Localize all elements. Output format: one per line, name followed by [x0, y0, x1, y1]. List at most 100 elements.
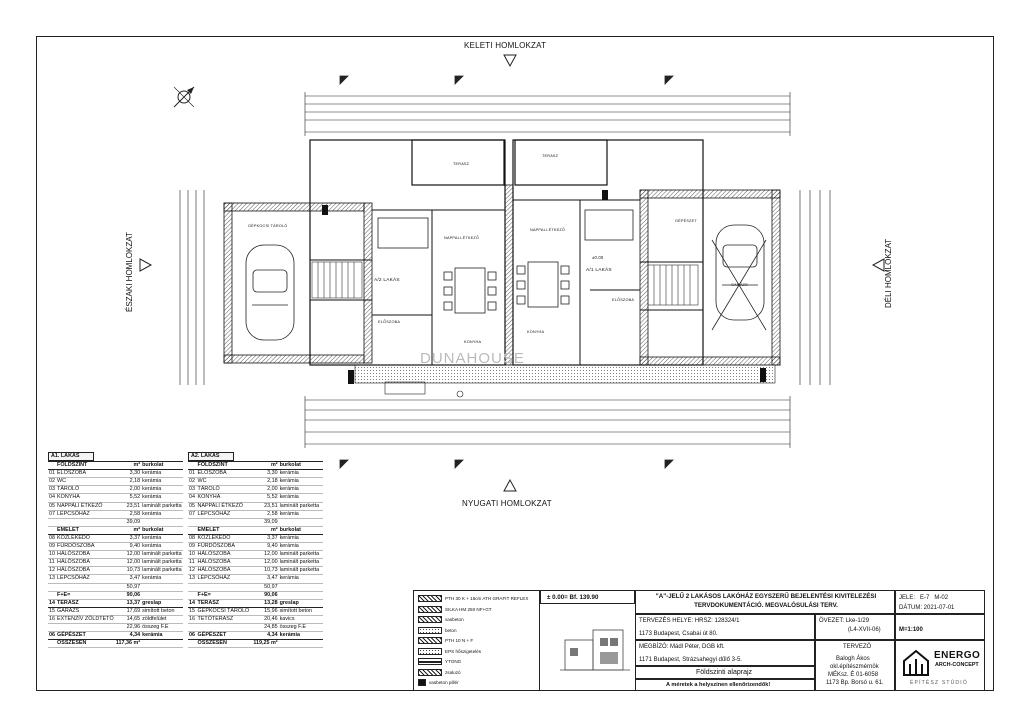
label-level: ±0.00 — [592, 255, 604, 260]
legend-swatch — [418, 605, 442, 613]
date-value: 2021-07-01 — [923, 605, 955, 611]
tb-client: MEGBÍZÓ: Mádl Péter, DGB kft. 1171 Budap… — [635, 640, 815, 666]
table-cell: 11 — [188, 558, 197, 568]
table-cell: 2,58 — [250, 510, 279, 519]
table-cell: 20,46 — [250, 615, 279, 624]
level-label: ± 0.00= Bf. 139.90 — [547, 594, 599, 601]
table-cell: KONYHA — [56, 493, 115, 503]
table-cell: 07 — [48, 510, 57, 519]
table-cell: összeg F.E — [278, 623, 323, 633]
table-cell — [188, 623, 197, 633]
dimension-lines-bottom — [304, 396, 791, 448]
table-cell: összeg F.E — [141, 623, 183, 633]
table-cell: 02 — [48, 477, 57, 487]
table-cell: 12,00 — [250, 550, 279, 560]
label-kitchen-left: KONYHA — [464, 340, 482, 344]
table-cell: TÁROLÓ — [196, 485, 251, 495]
legend-swatch — [418, 668, 442, 676]
table-cell: 13,37 — [114, 598, 142, 608]
north-arrow-icon — [173, 86, 195, 108]
table-cell — [196, 623, 251, 633]
table-cell: 50,97 — [250, 583, 279, 592]
logo-sub: ARCH-CONCEPT — [935, 662, 979, 668]
table-cell: greslap — [141, 598, 183, 608]
tb-note: A méretek a helyszínen ellenőrizendők! — [635, 679, 815, 691]
table-cell: 05 — [188, 502, 197, 511]
house-sketch-icon — [560, 629, 630, 671]
date-label: DÁTUM: — [899, 605, 922, 611]
stairs-left — [311, 261, 363, 299]
table-cell — [48, 590, 57, 600]
table-cell: 03 — [188, 485, 197, 495]
location-label: TERVEZÉS HELYE: — [639, 618, 694, 624]
note: A méretek a helyszínen ellenőrizendők! — [666, 682, 771, 688]
legend-swatch — [418, 616, 442, 623]
tb-designer: TERVEZŐ Balogh Ákos okl.építészmérnök MÉ… — [815, 640, 895, 691]
table-cell — [56, 583, 115, 592]
client-value: Mádl Péter, DGB kft. — [670, 644, 725, 650]
label-hall-left: ELŐSZOBA — [378, 320, 401, 324]
table-row: 50,97 — [188, 583, 323, 592]
elevation-marker-south-icon — [871, 258, 885, 272]
logo-studio: ÉPÍTÉSZ STÚDIÓ — [910, 680, 968, 686]
table-cell: GARÁZS — [56, 607, 115, 616]
location-address: 1173 Budapest, Csabai út 80. — [639, 631, 718, 637]
table-cell — [48, 623, 57, 633]
table-cell: laminált parketta — [141, 558, 183, 568]
table-cell — [48, 518, 57, 527]
client-label: MEGBÍZÓ: — [639, 644, 669, 650]
table-cell: 16 — [48, 615, 57, 624]
location-value: HRSZ: 128324/1 — [694, 618, 740, 624]
table-cell: EMELET — [56, 525, 115, 535]
table-cell: 39,09 — [114, 518, 142, 527]
table-cell: 12 — [188, 566, 197, 576]
table-cell: 07 — [188, 510, 197, 519]
table-cell: FÜRDŐSZOBA — [56, 542, 115, 552]
table-cell: 06 — [188, 631, 197, 641]
table-cell: kerámia — [141, 534, 183, 544]
elevation-marker-east-icon — [503, 54, 517, 68]
sheet-code: M-02 — [934, 595, 949, 601]
table-cell: 5,52 — [250, 493, 279, 503]
legend-label: vasbeton — [445, 617, 464, 622]
table-cell: 03 — [48, 485, 57, 495]
table-cell: F+E= — [196, 590, 251, 600]
table-cell: KÖZLEKEDŐ — [56, 534, 115, 544]
table-cell: 3,37 — [114, 534, 142, 544]
table-cell: 13 — [188, 574, 197, 584]
label-kitchen-right: KONYHA — [527, 330, 545, 334]
table-cell: 90,06 — [250, 590, 279, 600]
table-cell: 3,47 — [250, 574, 279, 584]
scale: M=1:100 — [899, 627, 923, 633]
table-cell: kerámia — [141, 574, 183, 584]
tb-location: TERVEZÉS HELYE: HRSZ: 128324/1 1173 Buda… — [635, 614, 815, 640]
label-apt-a1: A/1 LAKÁS — [586, 268, 612, 273]
table-cell: GÉPÉSZET — [56, 631, 115, 641]
table-cell: NAPPALI ÉTKEZŐ — [56, 502, 115, 511]
table-cell: m² — [114, 525, 142, 535]
zone-sub: (L4-XVII-06) — [848, 627, 881, 633]
legend-swatch — [418, 637, 442, 644]
table-cell: TETŐTERASZ — [196, 615, 251, 624]
table-cell: LÉPCSŐHÁZ — [56, 510, 115, 519]
table-cell: m² — [114, 461, 142, 471]
table-cell: GÉPÉSZET — [196, 631, 251, 641]
table-cell: 15 — [188, 607, 197, 616]
table-cell: 2,18 — [250, 477, 279, 487]
table-cell: 9,40 — [250, 542, 279, 552]
